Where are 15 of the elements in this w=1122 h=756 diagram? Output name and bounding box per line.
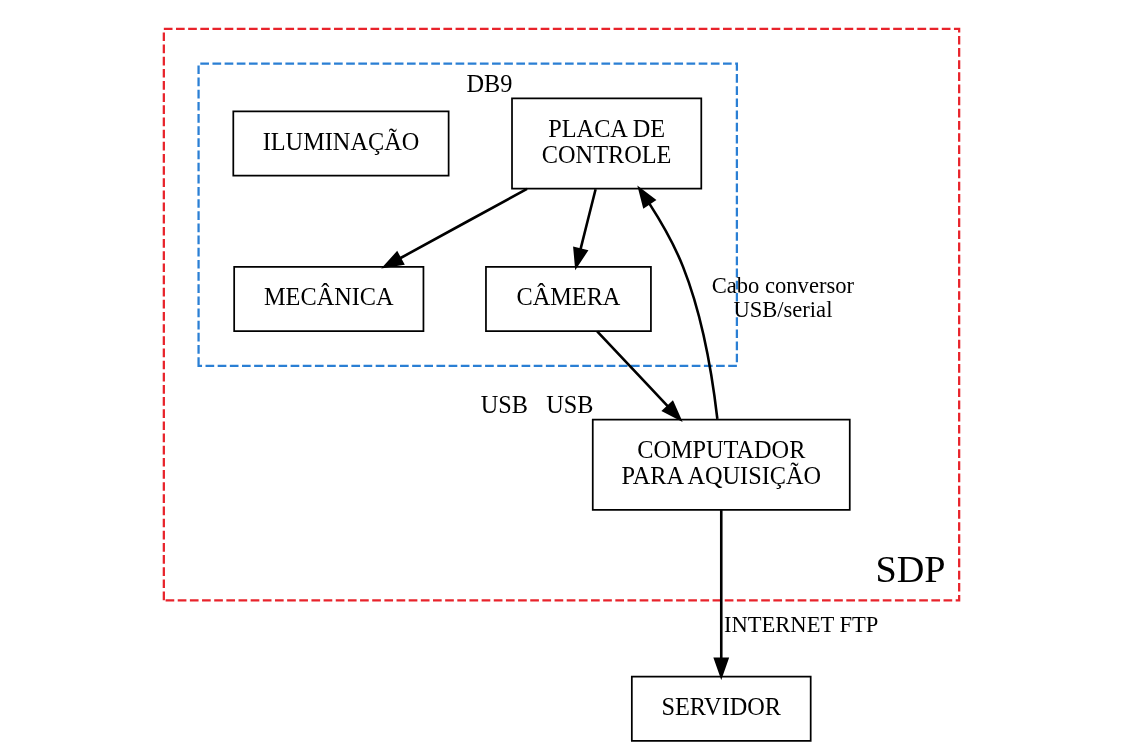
arrow — [712, 510, 729, 680]
arrow — [636, 185, 719, 420]
node-box: COMPUTADOR PARA AQUISIÇÃO — [591, 418, 851, 511]
node-label: USB USB — [480, 391, 594, 419]
arrow — [380, 187, 528, 269]
edge-label: INTERNET FTP — [723, 612, 878, 638]
node-box: ILUMINAÇÃO — [231, 110, 449, 177]
node-label: DB9 — [465, 69, 512, 97]
node-box: PLACA DE CONTROLE — [510, 97, 702, 190]
node-box: SERVIDOR — [630, 675, 812, 742]
node-box: MECÂNICA — [232, 266, 424, 332]
arrow — [572, 188, 597, 271]
node-box: CÂMERA — [484, 266, 652, 332]
arrow — [595, 330, 683, 423]
edge-label: Cabo conversor USB/serial — [711, 272, 854, 323]
